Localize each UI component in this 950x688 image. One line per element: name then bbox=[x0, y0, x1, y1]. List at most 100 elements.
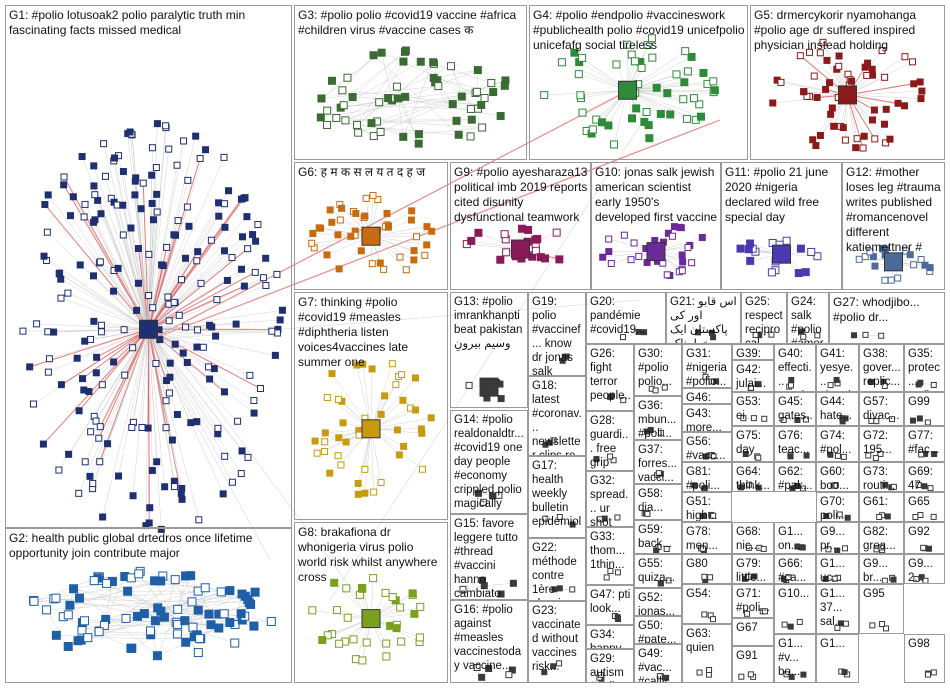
node bbox=[338, 204, 346, 212]
node bbox=[165, 389, 173, 397]
node bbox=[679, 258, 687, 266]
cluster-g80 bbox=[701, 573, 714, 584]
node bbox=[413, 233, 421, 241]
node bbox=[99, 620, 109, 630]
node bbox=[870, 106, 878, 114]
node bbox=[881, 120, 889, 128]
node bbox=[868, 116, 876, 124]
edge bbox=[311, 235, 372, 244]
node bbox=[570, 48, 579, 57]
node bbox=[110, 358, 118, 366]
node bbox=[557, 58, 566, 67]
cluster-g25 bbox=[752, 331, 775, 339]
cluster-g63 bbox=[696, 667, 713, 678]
node bbox=[551, 586, 558, 593]
node bbox=[556, 513, 563, 520]
node bbox=[256, 385, 264, 393]
node bbox=[738, 673, 745, 680]
node bbox=[197, 279, 205, 287]
node bbox=[709, 77, 718, 86]
node bbox=[359, 360, 367, 368]
node bbox=[917, 95, 925, 103]
node bbox=[630, 57, 639, 66]
edge bbox=[149, 94, 621, 341]
node bbox=[318, 635, 327, 644]
cluster-g17 bbox=[542, 513, 576, 528]
node bbox=[663, 545, 670, 552]
node bbox=[392, 381, 400, 389]
node bbox=[412, 406, 420, 414]
node bbox=[755, 484, 762, 491]
node bbox=[813, 93, 821, 101]
node bbox=[457, 92, 466, 101]
node bbox=[603, 574, 610, 581]
node bbox=[414, 130, 423, 139]
node bbox=[794, 543, 801, 550]
node bbox=[831, 575, 838, 582]
node bbox=[676, 223, 684, 231]
node bbox=[401, 46, 410, 55]
node bbox=[44, 328, 52, 336]
node bbox=[787, 453, 794, 460]
cluster-g1x2 bbox=[822, 574, 842, 582]
node bbox=[924, 419, 931, 426]
edge bbox=[352, 96, 482, 106]
node bbox=[382, 652, 391, 661]
edge bbox=[164, 579, 176, 618]
node bbox=[641, 329, 648, 336]
node bbox=[179, 349, 187, 357]
node bbox=[607, 567, 614, 574]
node bbox=[204, 609, 214, 619]
node bbox=[681, 47, 690, 56]
node bbox=[823, 56, 831, 64]
node bbox=[917, 256, 925, 264]
node bbox=[188, 622, 198, 632]
node bbox=[869, 71, 877, 79]
node bbox=[94, 196, 102, 204]
node bbox=[396, 253, 404, 261]
node bbox=[665, 577, 672, 584]
node bbox=[225, 187, 233, 195]
edge bbox=[148, 329, 215, 369]
edge bbox=[450, 66, 483, 128]
node bbox=[859, 144, 867, 152]
edge bbox=[148, 248, 248, 330]
node bbox=[94, 627, 104, 637]
node bbox=[309, 229, 317, 237]
node bbox=[745, 573, 752, 580]
node bbox=[206, 375, 214, 383]
node bbox=[383, 209, 391, 217]
node bbox=[328, 218, 336, 226]
cluster-g68 bbox=[745, 544, 767, 552]
node bbox=[816, 131, 824, 139]
node bbox=[487, 78, 496, 87]
node bbox=[178, 495, 186, 503]
edge bbox=[154, 580, 178, 625]
node bbox=[827, 451, 834, 458]
node bbox=[902, 247, 910, 255]
node bbox=[374, 196, 382, 204]
edge bbox=[370, 417, 432, 430]
node bbox=[123, 586, 133, 596]
cluster-g95 bbox=[869, 620, 890, 632]
cluster-g30 bbox=[648, 384, 668, 394]
edge bbox=[59, 272, 149, 330]
node bbox=[249, 231, 257, 239]
cluster-g49 bbox=[656, 673, 670, 681]
node bbox=[110, 287, 118, 295]
node bbox=[418, 429, 426, 437]
node bbox=[841, 136, 849, 144]
edge bbox=[127, 133, 149, 330]
node bbox=[930, 381, 937, 388]
cluster-g92 bbox=[920, 544, 932, 552]
edge bbox=[345, 69, 478, 121]
node bbox=[748, 384, 755, 391]
cluster-g60 bbox=[830, 482, 839, 489]
node bbox=[569, 586, 576, 593]
node bbox=[104, 440, 112, 448]
node bbox=[202, 146, 210, 154]
edge bbox=[148, 247, 168, 330]
node bbox=[337, 461, 345, 469]
node bbox=[33, 320, 41, 328]
node bbox=[173, 604, 183, 614]
